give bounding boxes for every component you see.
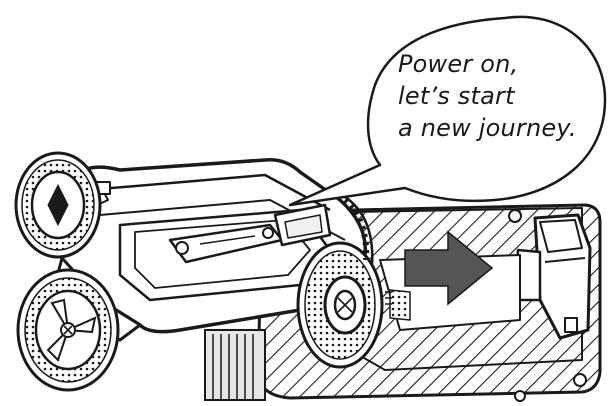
speech-line-1: Power on, bbox=[398, 48, 603, 80]
mower-underside bbox=[205, 330, 265, 400]
speech-line-2: let’s start bbox=[398, 80, 603, 112]
speech-line-3: a new journey. bbox=[398, 112, 603, 144]
rear-wheel-icon bbox=[16, 153, 100, 257]
front-wheel-icon bbox=[18, 270, 118, 390]
speech-bubble-text: Power on, let’s start a new journey. bbox=[398, 48, 603, 144]
